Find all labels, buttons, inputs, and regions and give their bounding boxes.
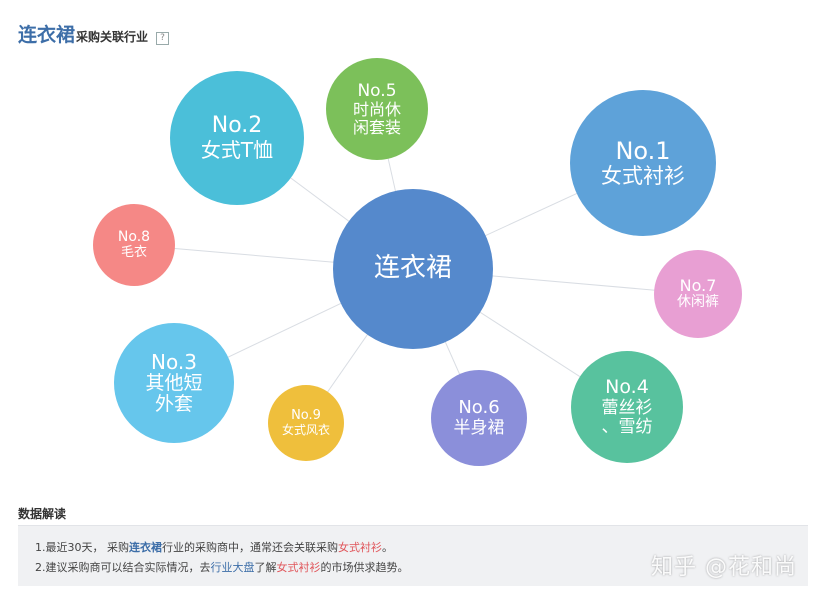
node-rank: No.6 — [458, 397, 500, 419]
center-node-label: 连衣裙 — [373, 253, 452, 284]
node-label: 半身裙 — [453, 417, 505, 438]
node-rank: No.8 — [117, 228, 151, 245]
line1-text-b: 行业的采购商中，通常还会关联采购 — [162, 541, 338, 554]
node-rank: No.3 — [151, 349, 197, 374]
node-label: 女式衬衫 — [601, 163, 685, 188]
line2-text-b: 了解 — [254, 561, 277, 574]
help-icon[interactable]: ? — [156, 32, 170, 45]
line2-text-a: 2.建议采购商可以结合实际情况，去 — [35, 561, 211, 574]
line1-keyword: 连衣裙 — [129, 541, 162, 554]
line1-text-a: 1.最近30天， 采购 — [35, 541, 129, 554]
analysis-title: 数据解读 — [18, 507, 67, 521]
line2-text-c: 的市场供求趋势。 — [320, 561, 409, 574]
node-label: 蕾丝衫 — [601, 397, 653, 418]
node-label: 女式T恤 — [200, 138, 274, 163]
line2-highlight: 女式衬衫 — [276, 561, 321, 574]
node-label: 女式风衣 — [281, 422, 330, 437]
node-rank: No.9 — [291, 408, 321, 423]
node-rank: No.5 — [357, 80, 397, 101]
header-keyword: 连衣裙 — [18, 24, 76, 46]
node-rank: No.2 — [211, 113, 263, 139]
analysis-line-1: 1.最近30天， 采购连衣裙行业的采购商中，通常还会关联采购女式衬衫。 — [35, 539, 393, 555]
node-label: 毛衣 — [120, 244, 147, 260]
node-label: 其他短 — [145, 371, 203, 394]
node-label: 时尚休 — [352, 99, 401, 119]
page-header: 连衣裙 采购关联行业 ? — [18, 20, 170, 46]
node-label: 、雪纺 — [601, 416, 653, 437]
node-label: 闲套装 — [352, 117, 401, 137]
node-rank: No.1 — [615, 136, 671, 165]
industry-dashboard-link[interactable]: 行业大盘 — [210, 561, 255, 574]
node-label: 外套 — [154, 393, 193, 416]
node-rank: No.4 — [605, 376, 649, 399]
analysis-line-2: 2.建议采购商可以结合实际情况，去行业大盘了解女式衬衫的市场供求趋势。 — [35, 559, 409, 575]
header-subtitle: 采购关联行业 — [76, 30, 149, 44]
line1-highlight: 女式衬衫 — [338, 541, 382, 554]
node-label: 休闲裤 — [677, 294, 719, 311]
node-rank: No.7 — [679, 276, 717, 296]
analysis-box: 1.最近30天， 采购连衣裙行业的采购商中，通常还会关联采购女式衬衫。 2.建议… — [18, 525, 808, 586]
center-node[interactable]: 连衣裙 — [333, 189, 493, 349]
watermark: 知乎 @花和尚 — [651, 555, 797, 580]
line1-text-c: 。 — [382, 541, 393, 554]
